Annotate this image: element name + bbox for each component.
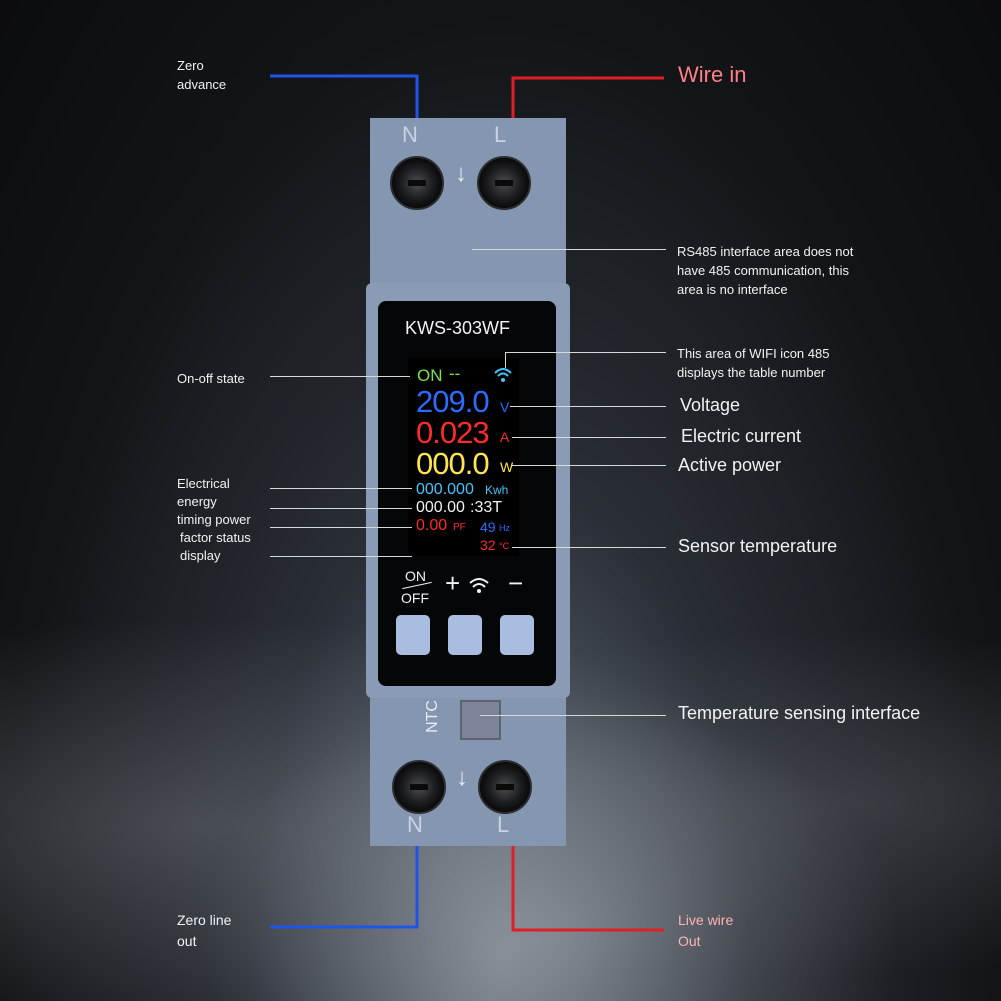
current-unit: A — [500, 429, 510, 445]
energy-value: 000.000 — [416, 481, 474, 498]
temp-value: 32 — [480, 537, 496, 553]
wifi-callout-drop — [505, 352, 506, 368]
temp-interface-label: Temperature sensing interface — [678, 703, 921, 723]
voltage-label: Voltage — [680, 395, 741, 415]
ntc-label: NTC — [424, 700, 441, 733]
bottom-n-screw — [392, 760, 446, 814]
sensor-temp-label: Sensor temperature — [678, 536, 838, 556]
timer-value: 000.00 — [416, 499, 465, 516]
top-terminal-l-label: L — [494, 122, 507, 147]
onoff-callout-line — [270, 376, 410, 377]
power-value: 000.0 — [416, 446, 490, 481]
wire-in-label: Wire in — [678, 62, 747, 87]
plus-wifi-button[interactable] — [448, 615, 482, 655]
power-unit: W — [500, 459, 514, 475]
current-value: 0.023 — [416, 415, 490, 450]
timing-callout-line — [270, 508, 412, 509]
lcd-screen — [408, 358, 519, 556]
status-callout-line — [270, 556, 412, 557]
device-top-terminal-block — [370, 118, 566, 293]
bottom-terminal-l-label: L — [497, 812, 510, 837]
state-dash: -- — [449, 364, 461, 383]
power-label: Active power — [678, 455, 782, 475]
power-callout-line — [512, 465, 666, 466]
bottom-arrow-icon: ↓ — [456, 764, 468, 791]
timer-suffix: :33T — [470, 499, 503, 516]
pf-value: 0.00 — [416, 517, 448, 534]
onoff-button[interactable] — [396, 615, 430, 655]
freq-value: 49 — [480, 519, 496, 535]
freq-unit: Hz — [499, 523, 510, 533]
voltage-callout-line — [510, 406, 666, 407]
onoff-state-label: On-off state — [177, 371, 245, 386]
top-terminal-n-label: N — [402, 122, 418, 147]
pf-unit: PF — [453, 522, 466, 533]
top-arrow-icon: ↓ — [455, 160, 467, 187]
bottom-terminal-n-label: N — [407, 812, 423, 837]
state-text: ON — [417, 366, 443, 385]
wifi-callout-line — [505, 352, 666, 353]
wifi-icon — [494, 368, 512, 382]
onoff-on-label: ON — [405, 568, 426, 584]
rs485-callout-line — [472, 249, 666, 250]
top-n-screw — [390, 156, 444, 210]
top-l-screw — [477, 156, 531, 210]
model-label: KWS-303WF — [405, 318, 511, 338]
energy-unit: Kwh — [485, 483, 509, 497]
energy-callout-line — [270, 488, 412, 489]
minus-label: − — [508, 568, 524, 598]
current-callout-line — [512, 437, 666, 438]
current-label: Electric current — [681, 426, 802, 446]
plus-label: + — [445, 568, 461, 598]
temp-callout-line — [512, 547, 666, 548]
ntc-port[interactable] — [460, 700, 501, 740]
voltage-value: 209.0 — [416, 384, 490, 419]
temp-unit: °C — [499, 541, 510, 551]
ntc-callout-line — [480, 715, 666, 716]
minus-button[interactable] — [500, 615, 534, 655]
pf-callout-line — [270, 527, 412, 528]
onoff-off-label: OFF — [401, 590, 429, 606]
bottom-l-screw — [478, 760, 532, 814]
button-wifi-icon — [469, 578, 489, 593]
voltage-unit: V — [500, 399, 510, 415]
